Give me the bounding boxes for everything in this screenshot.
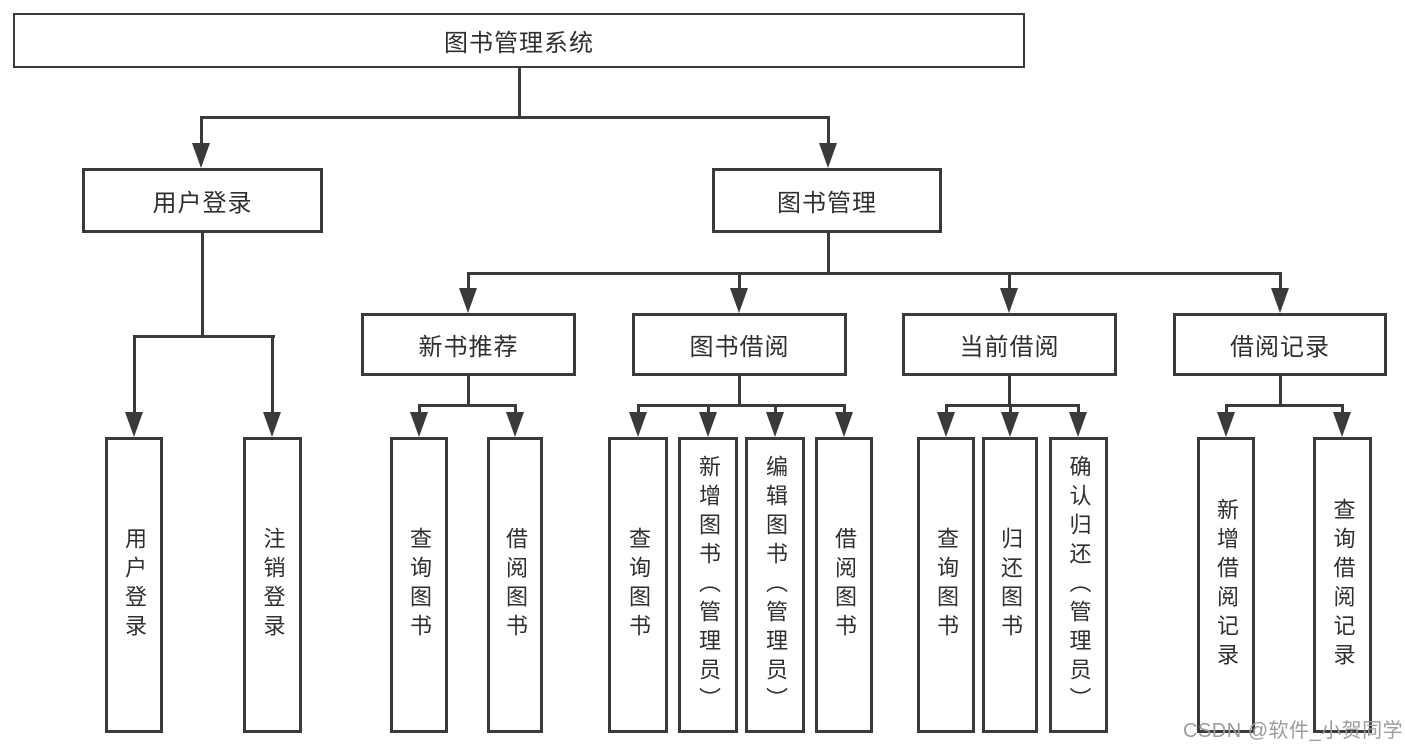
connector-line <box>199 116 830 119</box>
node-label: 借阅图书 <box>832 527 857 643</box>
leaf-borrow-books-recommend: 借阅图书 <box>487 437 543 733</box>
connector-line <box>1224 404 1228 413</box>
leaf-query-borrowing-record: 查询借阅记录 <box>1313 437 1372 733</box>
connector-line <box>826 116 830 144</box>
node-label: 注销登录 <box>260 527 286 643</box>
arrow-down-icon <box>263 412 281 437</box>
arrow-down-icon <box>459 288 477 313</box>
arrow-down-icon <box>766 412 784 437</box>
leaf-user-login: 用户登录 <box>105 437 163 733</box>
connector-line <box>944 404 948 413</box>
arrow-down-icon <box>1000 288 1018 313</box>
connector-line <box>1224 404 1344 407</box>
connector-line <box>466 272 470 289</box>
arrow-down-icon <box>125 412 143 437</box>
connector-line <box>132 335 136 413</box>
connector-line <box>270 335 274 413</box>
connector-line <box>513 404 517 413</box>
connector-line <box>842 404 846 413</box>
leaf-query-books-recommend: 查询图书 <box>390 437 448 733</box>
node-label: 新增图书（管理员） <box>696 454 721 716</box>
node-label: 编辑图书（管理员） <box>763 454 788 716</box>
connector-line <box>466 376 470 407</box>
arrow-down-icon <box>1271 288 1289 313</box>
node-label: 新增借阅记录 <box>1214 498 1239 672</box>
node-new-book-recommendation: 新书推荐 <box>361 313 576 376</box>
connector-line <box>737 272 741 289</box>
connector-line <box>1008 404 1012 413</box>
connector-line <box>1278 272 1282 289</box>
node-label: 当前借阅 <box>959 334 1060 361</box>
node-current-borrowing: 当前借阅 <box>902 313 1117 376</box>
connector-line <box>944 404 1080 407</box>
arrow-down-icon <box>1001 412 1019 437</box>
connector-line <box>1007 272 1011 289</box>
connector-line <box>1007 376 1011 407</box>
node-label: 确认归还（管理员） <box>1066 454 1092 716</box>
node-library-management-system: 图书管理系统 <box>13 13 1025 68</box>
arrow-down-icon <box>730 288 748 313</box>
leaf-logout: 注销登录 <box>243 437 302 733</box>
connector-line <box>199 116 203 144</box>
arrow-down-icon <box>629 412 647 437</box>
node-label: 图书借阅 <box>689 334 790 361</box>
csdn-watermark: CSDN @软件_小贺同学 <box>1183 720 1404 742</box>
connector-line <box>706 404 710 413</box>
arrow-down-icon <box>819 143 837 168</box>
node-label: 查询图书 <box>626 527 651 643</box>
connector-line <box>737 376 741 407</box>
connector-line <box>773 404 777 413</box>
leaf-query-books-borrowing: 查询图书 <box>608 437 668 733</box>
connector-line <box>200 233 204 338</box>
connector-line <box>826 233 830 275</box>
node-label: 查询图书 <box>934 527 959 643</box>
connector-line <box>466 272 1282 275</box>
arrow-down-icon <box>835 412 853 437</box>
leaf-add-borrowing-record: 新增借阅记录 <box>1197 437 1255 733</box>
node-borrowing-records: 借阅记录 <box>1173 313 1387 376</box>
arrow-down-icon <box>506 412 524 437</box>
arrow-down-icon <box>1217 412 1235 437</box>
leaf-borrow-books: 借阅图书 <box>815 437 873 733</box>
node-label: 图书管理 <box>777 190 877 217</box>
arrow-down-icon <box>410 412 428 437</box>
arrow-down-icon <box>192 143 210 168</box>
node-label: 借阅图书 <box>503 527 528 643</box>
connector-line <box>636 404 640 413</box>
connector-line <box>132 335 275 338</box>
connector-line <box>1340 404 1344 413</box>
node-label: 借阅记录 <box>1230 334 1330 361</box>
leaf-edit-books-admin: 编辑图书（管理员） <box>745 437 805 733</box>
connector-line <box>1278 376 1282 407</box>
arrow-down-icon <box>1069 412 1087 437</box>
connector-line <box>636 404 846 407</box>
leaf-add-books-admin: 新增图书（管理员） <box>678 437 738 733</box>
node-label: 新书推荐 <box>418 334 519 361</box>
connector-line <box>1076 404 1080 413</box>
connector-line <box>417 404 517 407</box>
arrow-down-icon <box>937 412 955 437</box>
connector-line <box>417 404 421 413</box>
node-label: 查询图书 <box>407 527 432 643</box>
node-book-management: 图书管理 <box>712 168 942 233</box>
node-label: 归还图书 <box>998 527 1023 643</box>
node-book-borrowing: 图书借阅 <box>632 313 847 376</box>
connector-line <box>517 68 521 119</box>
arrow-down-icon <box>1333 412 1351 437</box>
leaf-confirm-return-admin: 确认归还（管理员） <box>1049 437 1108 733</box>
leaf-return-books: 归还图书 <box>982 437 1038 733</box>
arrow-down-icon <box>699 412 717 437</box>
node-label: 用户登录 <box>152 190 253 217</box>
node-label: 用户登录 <box>122 527 147 643</box>
node-label: 图书管理系统 <box>444 30 594 57</box>
node-user-login: 用户登录 <box>82 168 323 233</box>
leaf-query-books-current: 查询图书 <box>917 437 975 733</box>
node-label: 查询借阅记录 <box>1330 498 1356 672</box>
